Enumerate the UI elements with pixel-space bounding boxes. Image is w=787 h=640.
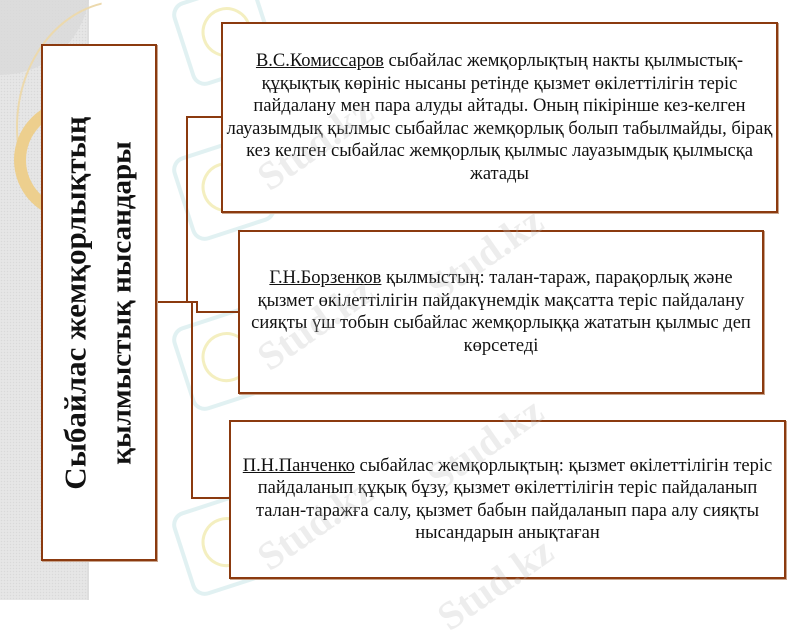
diagram-title-box: Сыбайлас жемқорлықтың қылмыстық нысандар… [41, 44, 157, 561]
author-name: П.Н.Панченко [242, 455, 355, 476]
connector-to-box-2 [196, 311, 239, 313]
definition-box-panchenko: П.Н.Панченко сыбайлас жемқорлықтың: қызм… [229, 420, 786, 579]
definition-box-komissarov: В.С.Комиссаров сыбайлас жемқорлықтың нак… [221, 22, 778, 213]
definition-text: сыбайлас жемқорлықтың: қызмет өкілеттілі… [255, 455, 773, 544]
connector-down-vertical [191, 301, 193, 499]
title-line-2: қылмыстық нысандары [106, 140, 139, 465]
connector-to-box-3 [191, 497, 230, 499]
definition-box-borzenkov: Г.Н.Борзенков қылмыстың: талан-тараж, па… [238, 230, 764, 394]
author-name: В.С.Комиссаров [255, 51, 384, 71]
connector-main-stub [156, 301, 196, 303]
title-line-1: Сыбайлас жемқорлықтың [58, 115, 94, 490]
definition-text: қылмыстың: талан-тараж, парақорлық және … [251, 268, 751, 356]
connector-to-box-1 [186, 116, 222, 118]
connector-up-vertical [186, 116, 188, 303]
definition-text: сыбайлас жемқорлықтың накты қылмыстық-құ… [226, 51, 773, 184]
diagram-title: Сыбайлас жемқорлықтың қылмыстық нысандар… [53, 116, 145, 489]
author-name: Г.Н.Борзенков [269, 268, 382, 288]
connector-step-vertical [196, 301, 198, 313]
